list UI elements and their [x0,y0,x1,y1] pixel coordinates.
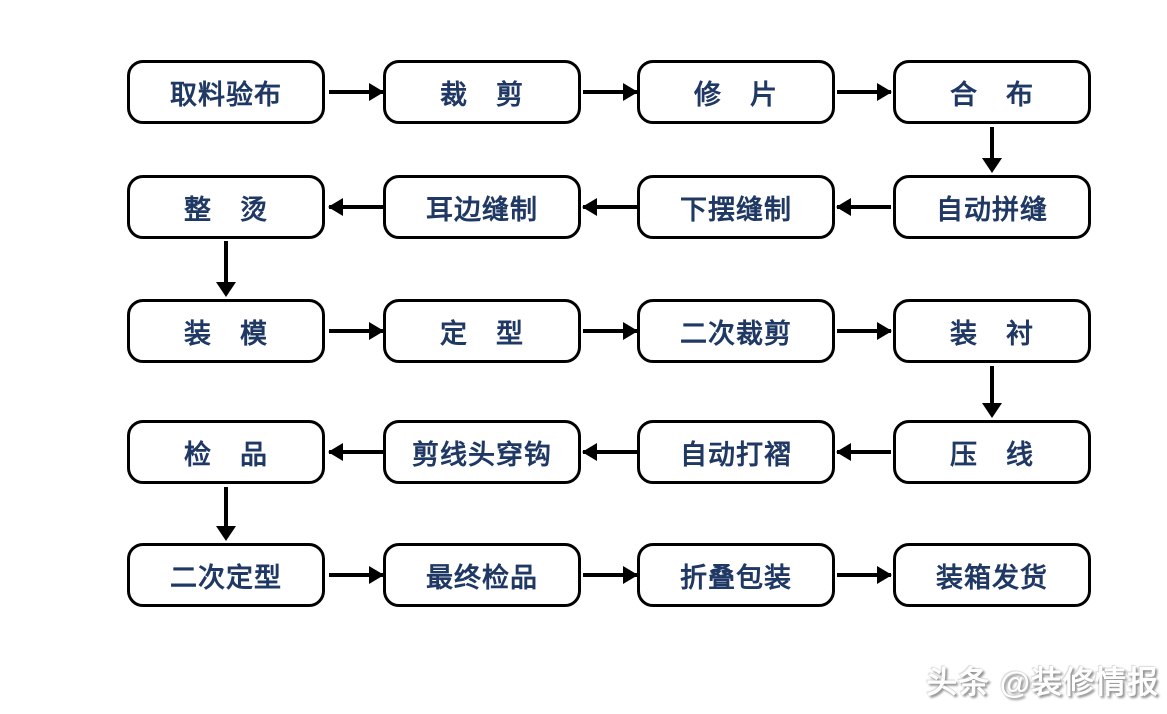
arrow-right-icon [583,322,638,340]
flow-node: 自动拼缝 [893,175,1091,239]
flow-node: 装箱发货 [893,543,1091,607]
arrow-right-icon [837,566,892,584]
flow-node: 整 烫 [127,175,325,239]
flow-node: 最终检品 [383,543,581,607]
flow-node: 压 线 [893,420,1091,484]
arrow-left-icon [582,443,637,461]
flow-node: 修 片 [637,60,835,124]
flow-node: 下摆缝制 [637,175,835,239]
arrow-left-icon [836,443,891,461]
arrow-left-icon [582,198,637,216]
flow-node: 裁 剪 [383,60,581,124]
flow-node: 二次定型 [127,543,325,607]
arrow-right-icon [329,322,384,340]
arrow-left-icon [836,198,891,216]
flow-node: 定 型 [383,299,581,363]
flow-node: 装 衬 [893,299,1091,363]
flow-node: 自动打褶 [637,420,835,484]
flow-node: 检 品 [127,420,325,484]
arrow-left-icon [328,198,383,216]
flow-node: 装 模 [127,299,325,363]
flow-node: 取料验布 [127,60,325,124]
arrow-down-icon [216,241,236,297]
arrow-down-icon [982,366,1002,418]
arrow-right-icon [837,322,892,340]
watermark: 头条 @装修情报 [926,665,1159,700]
arrow-right-icon [583,566,638,584]
arrow-right-icon [329,566,384,584]
arrow-right-icon [329,83,384,101]
arrow-down-icon [982,127,1002,173]
arrow-left-icon [328,443,383,461]
arrow-right-icon [583,83,638,101]
flow-node: 剪线头穿钩 [383,420,581,484]
arrow-down-icon [216,487,236,541]
flow-node: 折叠包装 [637,543,835,607]
arrow-right-icon [837,83,892,101]
flow-node: 二次裁剪 [637,299,835,363]
flow-node: 耳边缝制 [383,175,581,239]
flow-node: 合 布 [893,60,1091,124]
